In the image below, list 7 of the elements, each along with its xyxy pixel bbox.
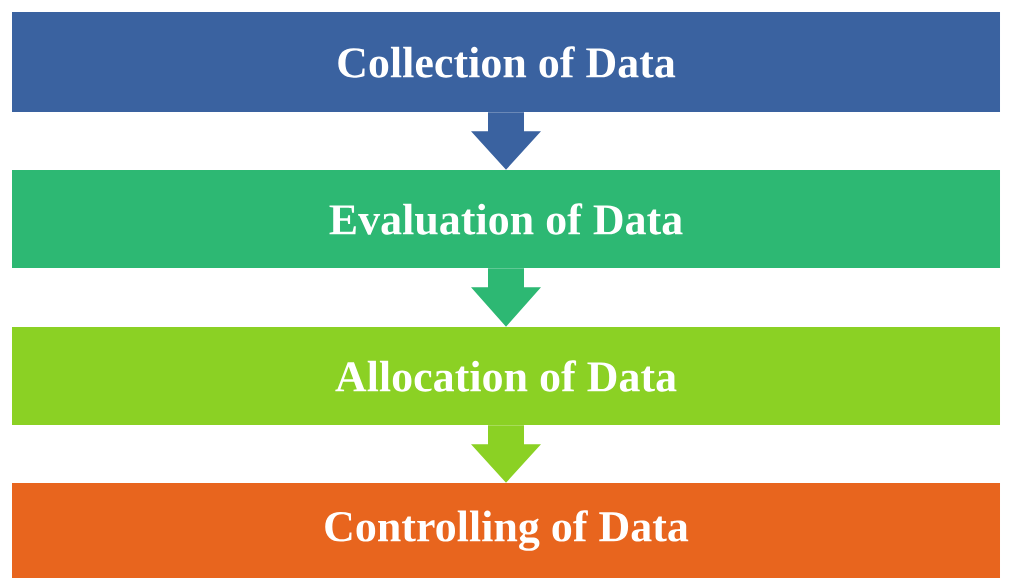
process-box: Collection of Data xyxy=(12,12,1000,112)
arrow xyxy=(471,268,541,327)
process-box: Controlling of Data xyxy=(12,483,1000,578)
process-box: Evaluation of Data xyxy=(12,170,1000,268)
arrow xyxy=(471,112,541,170)
arrow xyxy=(471,425,541,483)
process-box: Allocation of Data xyxy=(12,327,1000,425)
